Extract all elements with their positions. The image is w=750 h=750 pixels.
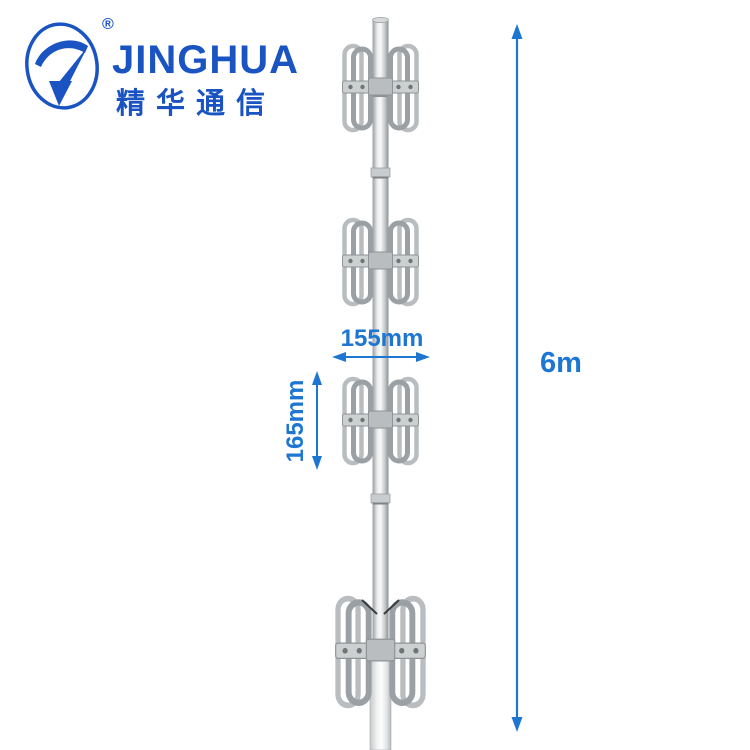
brand-name-chinese: 精华通信 [116,88,277,120]
arrow-left-icon [332,352,346,362]
brand-logo: ® JINGHUA 精华通信 [20,16,330,120]
arrow-up-icon [511,24,523,39]
arrow-right-icon [416,352,430,362]
jinghua-logo-icon [25,22,99,110]
dimension-lines [312,24,523,732]
dimension-width-label: 155mm [340,325,424,352]
arrow-down-icon [312,456,322,470]
dimension-height-label: 6m [540,347,582,379]
dimension-spacing-label: 165mm [282,379,309,463]
arrow-up-icon [312,371,322,385]
feed-wires [361,599,400,615]
brand-name: JINGHUA [112,38,300,82]
arrow-down-icon [511,717,523,732]
registered-trademark: ® [102,16,114,33]
